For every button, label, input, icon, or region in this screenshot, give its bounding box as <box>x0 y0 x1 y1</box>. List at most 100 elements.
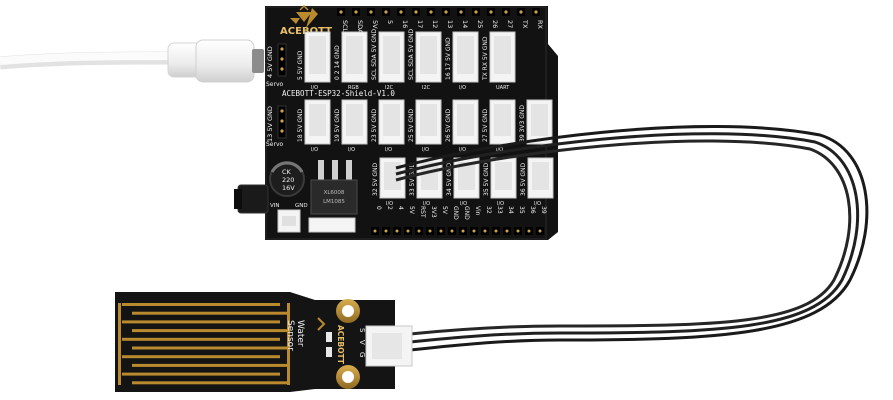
header-pin-hole <box>395 229 399 233</box>
top-header-label: 5V <box>371 20 379 29</box>
bottom-header-label: 4 <box>397 206 404 210</box>
sensing-trace <box>132 329 290 333</box>
connector-tag: I/O <box>311 147 318 153</box>
header-pin-hole <box>373 229 377 233</box>
header-pin-hole <box>489 10 493 14</box>
header-pin-hole <box>450 229 454 233</box>
row1-left-label: 4 5V GND <box>266 46 274 78</box>
connector-row-3: 32 5V GND I/O 33 5V GND I/O 34 5V GND I/O 35 5… <box>372 157 554 207</box>
connector-socket <box>457 36 474 74</box>
connector-pin-label: 23 5V GND <box>371 108 378 142</box>
header-pin-hole <box>439 229 443 233</box>
bottom-header-label: GND <box>463 206 470 220</box>
header-pin-hole <box>354 10 358 14</box>
connector-tag: I2C <box>385 85 394 91</box>
header-pin-hole <box>459 10 463 14</box>
top-header-label: 12 <box>431 20 439 28</box>
bottom-header-label: 2 <box>386 206 393 210</box>
connector-socket <box>495 162 512 190</box>
usb-cable <box>0 39 264 83</box>
sensing-trace <box>132 363 290 367</box>
sensor-pin-g: G <box>358 352 366 357</box>
header-pin-hole <box>527 229 531 233</box>
connector-pin-label: 18 5V GND <box>297 108 304 142</box>
top-header-label: 13 <box>446 20 454 28</box>
connector-pin-label: 32 5V GND <box>372 162 379 196</box>
sensing-trace <box>122 355 280 359</box>
connector-pin-label: 16 17 5V GND <box>445 37 452 80</box>
connector-socket <box>531 104 548 136</box>
capacitor-label-2: 220 <box>282 176 294 184</box>
connector-tag: I/O <box>385 147 392 153</box>
trace-bus-right <box>287 303 290 385</box>
trace-bus-left <box>118 303 121 385</box>
servo-header-2 <box>277 105 287 139</box>
bottom-header-label: Vin <box>474 206 481 216</box>
connector-tag: I/O <box>460 201 467 207</box>
top-header-label: RX <box>536 20 544 30</box>
sensing-trace <box>132 311 290 315</box>
servo-label-2: Servo <box>266 141 284 148</box>
header-pin-hole <box>339 10 343 14</box>
sensor-logo-icon <box>317 317 326 331</box>
header-pin-hole <box>519 10 523 14</box>
connector-pin-label: 34 5V GND <box>446 162 453 196</box>
connector-tag: I/O <box>534 201 541 207</box>
servo-label-1: Servo <box>266 81 284 88</box>
top-header-label: 5 <box>386 20 394 24</box>
connector-tag: I/O <box>348 147 355 153</box>
connector-pin-label: 19 5V GND <box>334 108 341 142</box>
sensor-label-water: Water <box>295 320 305 347</box>
dc-barrel-jack <box>234 184 269 214</box>
connector-tag: I/O <box>386 201 393 207</box>
header-pin-hole <box>444 10 448 14</box>
connector-pin-label: 39 3V3 GND <box>519 105 526 142</box>
connector-socket <box>309 36 326 74</box>
regulator-label-1: XL6008 <box>324 190 345 196</box>
bottom-header-label: 34 <box>507 206 514 214</box>
header-pin-hole <box>429 10 433 14</box>
header-pin-hole <box>414 10 418 14</box>
header-pin-hole <box>505 229 509 233</box>
connector-pin-label: SCL SDA 5V GND <box>408 28 415 80</box>
sensing-trace <box>122 337 280 341</box>
capacitor: CK 220 16V <box>269 161 305 197</box>
sensor-pin-v: V <box>358 340 366 345</box>
sensor-pin-s: S <box>358 328 366 333</box>
connector-tag: I/O <box>311 85 318 91</box>
connector-socket <box>420 104 437 136</box>
header-pin-hole <box>461 229 465 233</box>
bottom-header-label: 35 <box>518 206 525 214</box>
header-pin-hole <box>472 229 476 233</box>
header-pin-hole <box>474 10 478 14</box>
connector-pin-label: 5 5V GND <box>297 50 304 80</box>
header-pin-hole <box>384 229 388 233</box>
sensing-trace <box>122 303 280 306</box>
connector-pin-label: 27 5V GND <box>482 108 489 142</box>
header-pin-hole <box>483 229 487 233</box>
top-header-label: SDA <box>356 20 364 34</box>
connector-socket <box>532 162 549 190</box>
top-header-label: 17 <box>416 20 424 28</box>
bottom-header-label: 3V3 <box>430 206 437 218</box>
connector-tag: I2C <box>422 85 431 91</box>
connector-pin-label: 35 5V GND <box>483 162 490 196</box>
connector-tag: I/O <box>459 147 466 153</box>
water-sensor-board: Water Sensor ACEBOTT S V G <box>115 292 413 392</box>
bottom-pin-header <box>371 227 544 235</box>
bottom-header-label: 39 <box>540 206 547 214</box>
servo-header-1 <box>277 43 287 77</box>
voltage-regulator: XL6008 LM1085 <box>308 160 358 233</box>
top-header-label: SCL <box>341 20 349 33</box>
acebott-logo-icon <box>290 4 318 28</box>
top-header-label: 27 <box>506 20 514 28</box>
connection-cable <box>395 125 869 352</box>
header-pin-hole <box>494 229 498 233</box>
header-pin-hole <box>428 229 432 233</box>
connector-pin-label: 33 5V GND <box>409 162 416 196</box>
header-pin-hole <box>504 10 508 14</box>
connector-pin-label: 26 5V GND <box>445 108 452 142</box>
connector-tag: I/O <box>497 201 504 207</box>
